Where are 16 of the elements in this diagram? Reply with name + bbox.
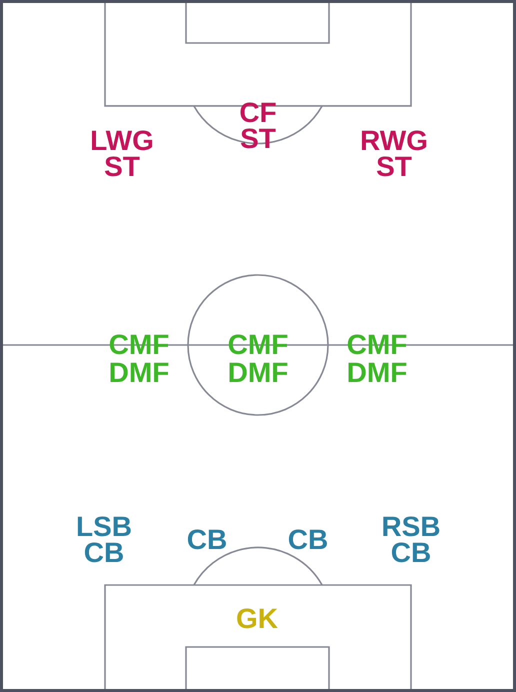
position-label: LSB	[78, 516, 131, 536]
position-label: DMF	[348, 362, 406, 382]
position-label: RSB	[383, 516, 440, 536]
position-label: LWG	[92, 130, 152, 150]
position-label: DMF	[230, 362, 288, 382]
position-label: CB	[392, 542, 430, 562]
position-label: CB	[84, 542, 123, 562]
position-label: CB	[188, 529, 226, 550]
position-label: ST	[104, 156, 140, 176]
position-label: CB	[288, 529, 327, 550]
position-label: CF	[240, 102, 276, 122]
position-label: ST	[376, 156, 412, 176]
position-label: GK	[237, 608, 278, 628]
position-label: DMF	[110, 362, 168, 382]
position-label: RWG	[362, 130, 426, 150]
position-label: ST	[240, 128, 276, 148]
